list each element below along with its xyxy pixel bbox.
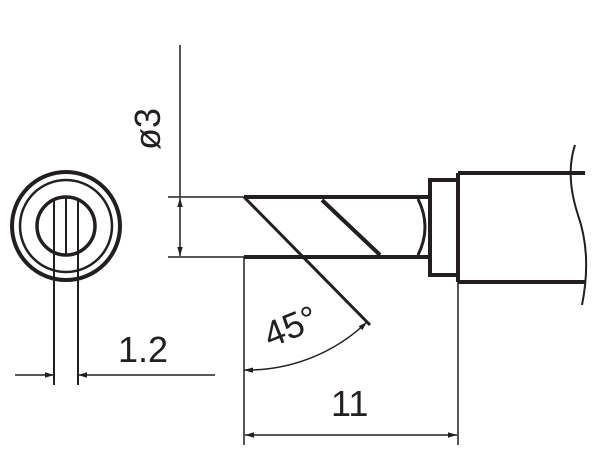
length-label: 11 (331, 383, 368, 424)
diameter-dimension: ø3 (127, 45, 244, 258)
length-dimension: 11 (245, 282, 459, 445)
width-label: 1.2 (118, 329, 168, 370)
end-view (10, 170, 122, 385)
tip-body (242, 144, 588, 327)
angle-label: 45° (258, 297, 324, 355)
width-dimension: 1.2 (15, 329, 215, 378)
diameter-label: ø3 (127, 108, 168, 150)
